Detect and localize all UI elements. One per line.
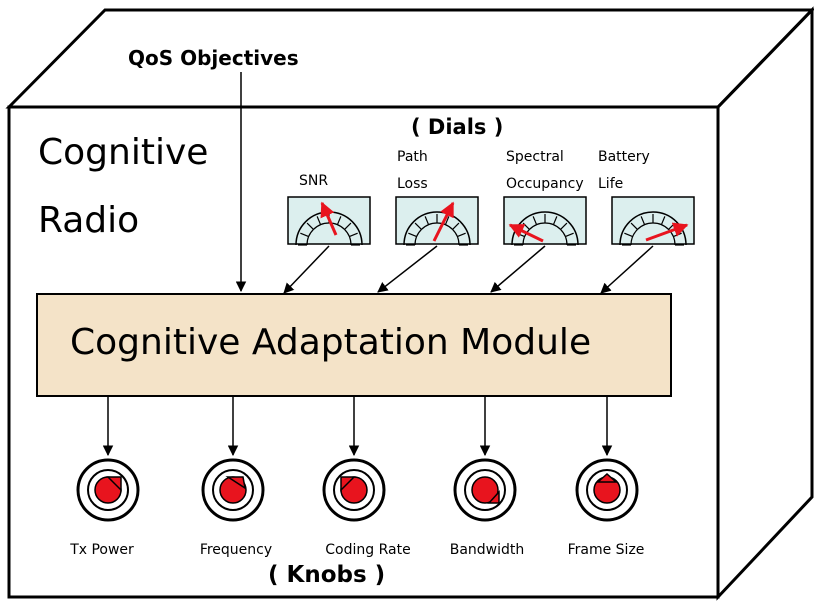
dial-tick [344,222,352,230]
dial-to-module-arrow-snr [283,245,330,294]
dial-tick [336,216,342,225]
knob-pointer [596,472,618,483]
knob-icon [575,458,639,522]
box-title-line1: Cognitive [38,132,209,173]
dial-tick [640,216,646,225]
dial-gauge-icon [287,196,371,246]
module-label: Cognitive Adaptation Module [70,322,592,363]
knob-icon [76,458,140,522]
dial-tick [316,216,322,225]
dial-needle [432,201,455,242]
dial-tick [300,232,309,238]
dial-tick [306,222,314,230]
dial-tick [630,222,638,230]
dial-to-module-arrow-path-loss [377,245,438,293]
dial-tick [452,222,460,230]
dial-tick [408,232,417,238]
dial-label-path-loss: Path Loss [397,149,428,192]
dial-outer-arc [403,211,471,246]
dial-needle [645,222,689,242]
knob-pointer [225,476,247,490]
dial-tick [457,232,466,238]
dial-gauge-icon [503,196,587,246]
knob-label-tx-power: Tx Power [70,542,134,558]
dial-tick [522,222,530,230]
dial-label-battery-life: Battery Life [598,149,650,192]
qos-objectives-label: QoS Objectives [128,46,299,70]
module-box [36,293,672,397]
dials-group-label: ( Dials ) [411,115,504,139]
dial-label-spectral-occupancy: Spectral Occupancy [506,149,584,192]
radio-box [5,6,814,601]
dial-needle [320,201,338,236]
dial-gauge-icon [611,196,695,246]
knob-pointer [487,490,500,504]
dial-tick [624,232,633,238]
dial-to-module-arrow-battery-life [600,245,654,294]
knob-label-frequency: Frequency [199,542,273,558]
knob-label-frame-size: Frame Size [567,542,645,558]
dial-tick [560,222,568,230]
dial-tick [552,216,558,225]
knob-label-bandwidth: Bandwidth [449,542,525,558]
knob-pointer [340,476,356,492]
dial-tick [660,216,666,225]
knobs-group-label: ( Knobs ) [268,562,386,588]
knob-icon [322,458,386,522]
knob-center [471,476,499,504]
box-side-face [716,6,814,601]
dial-to-module-arrow-spectral-occupancy [490,245,546,293]
dial-label-snr: SNR [299,173,329,189]
dial-tick [424,216,430,225]
dial-tick [532,216,538,225]
knob-pointer [106,476,122,492]
dial-needle [508,223,544,243]
dial-gauge-icon [395,196,479,246]
knob-label-coding-rate: Coding Rate [325,542,411,558]
knob-icon [201,458,265,522]
knob-icon [453,458,517,522]
box-title-line2: Radio [38,200,140,241]
dial-tick [349,232,358,238]
dial-tick [565,232,574,238]
dial-tick [414,222,422,230]
